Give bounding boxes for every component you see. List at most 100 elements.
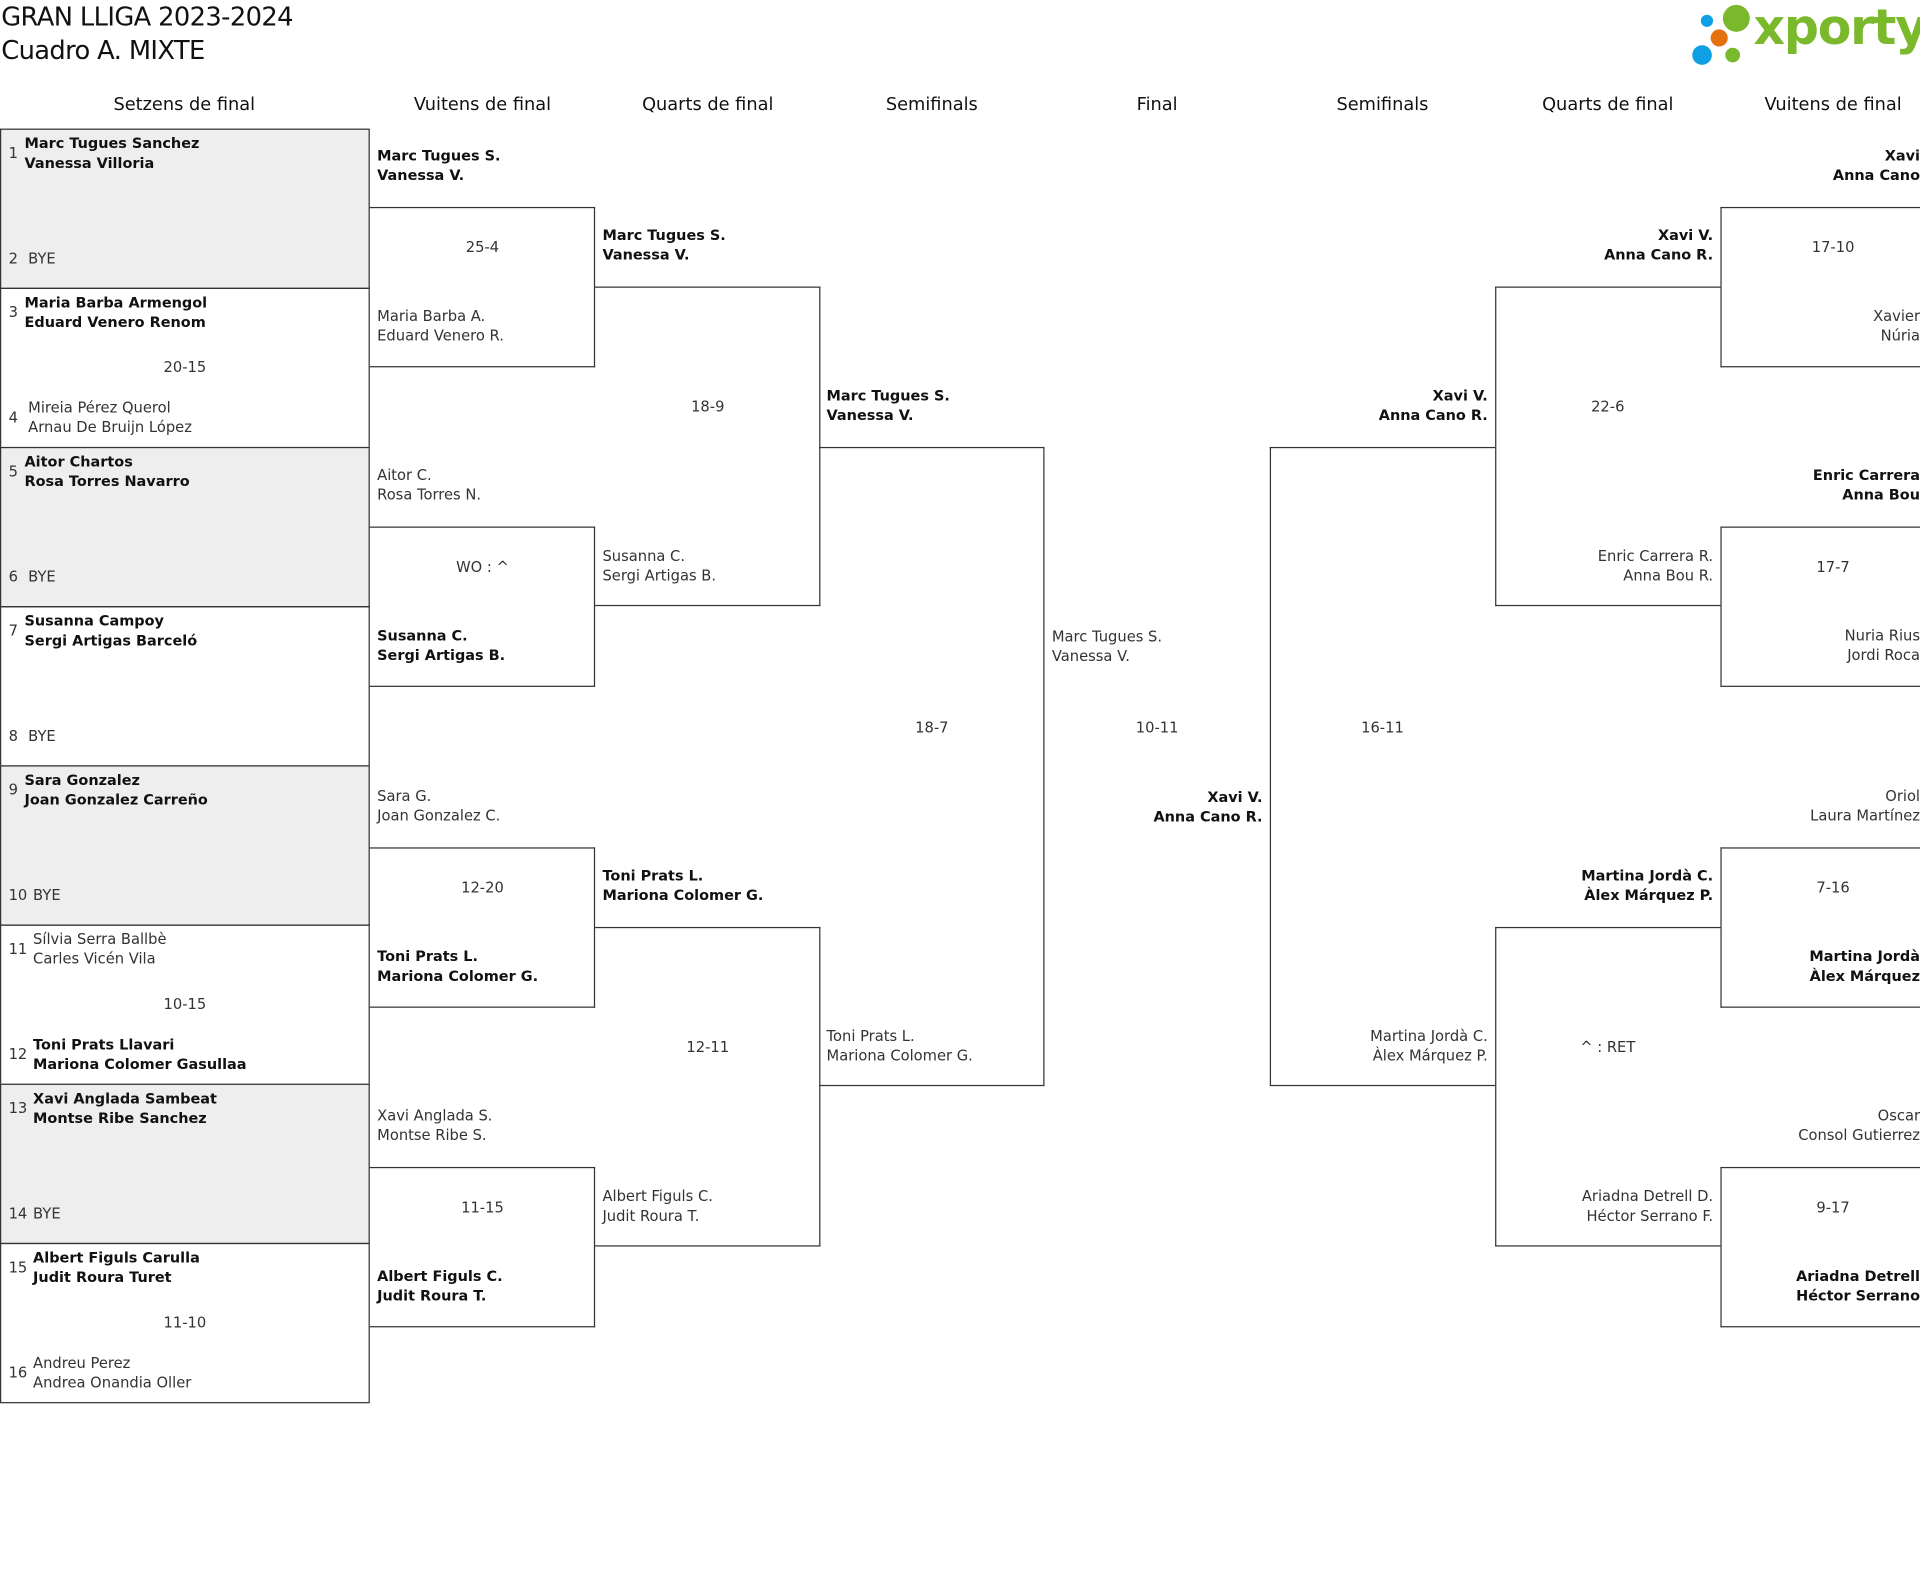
winner-team[interactable]: Xavi V.Anna Cano R.	[1379, 387, 1488, 425]
player-name: Montse Ribe Sanchez	[33, 1108, 207, 1126]
team[interactable]: Maria Barba A.Eduard Venero R.	[377, 307, 504, 345]
winner-team[interactable]: Xavi V.Anna Cano R.	[1153, 789, 1262, 827]
winner-team[interactable]: Albert Figuls C.Judit Roura T.	[377, 1267, 502, 1305]
player-name: Maria Barba Armengol	[24, 293, 208, 312]
column-header: Quarts de final	[1542, 95, 1674, 116]
player-name: Consol Gutierrez	[1798, 1125, 1920, 1144]
team[interactable]: Aitor C.Rosa Torres N.	[377, 467, 481, 505]
team[interactable]: BYE	[28, 568, 56, 587]
player-name: Sara Gonzalez	[24, 771, 140, 789]
winner-team[interactable]: Martina Jordà C.Àlex Márquez P.	[1581, 867, 1713, 905]
winner-team[interactable]: Susanna C.Sergi Artigas B.	[377, 627, 505, 665]
bracket-connector	[1720, 526, 1920, 687]
seed-number: 3	[8, 303, 18, 321]
match-score: 20-15	[163, 358, 207, 376]
team[interactable]: BYE	[28, 250, 56, 269]
team[interactable]: Xavi Anglada S.Montse Ribe S.	[377, 1107, 492, 1145]
player-name: Sergi Artigas B.	[602, 566, 717, 584]
column-header: Semifinals	[885, 95, 978, 116]
match-score: 18-7	[915, 718, 949, 736]
team[interactable]: BYE	[33, 1205, 61, 1224]
player-name: Sergi Artigas B.	[377, 645, 506, 664]
player-name: Marc Tugues S.	[602, 226, 726, 244]
team[interactable]: Albert Figuls C.Judit Roura T.	[602, 1188, 712, 1226]
seed-number: 13	[8, 1099, 28, 1117]
player-name: Rosa Torres N.	[377, 485, 482, 503]
team[interactable]: Enric Carrera R.Anna Bou R.	[1598, 547, 1713, 585]
match-score: 10-15	[163, 995, 207, 1013]
player-name: Anna Bou	[1842, 485, 1920, 503]
player-name: Anna Cano	[1832, 165, 1920, 184]
player-name: Joan Gonzalez C.	[377, 806, 501, 824]
winner-team[interactable]: Toni Prats L.Mariona Colomer G.	[602, 867, 763, 905]
bracket-connector	[1720, 847, 1920, 1008]
winner-team[interactable]: Marc Tugues S.Vanessa V.	[377, 147, 500, 185]
winner-team[interactable]: Marc Tugues S.Vanessa V.	[827, 387, 950, 425]
player-name: Xavi V.	[1207, 788, 1263, 806]
team[interactable]: Toni Prats L.Mariona Colomer G.	[827, 1027, 973, 1065]
winner-team[interactable]: Marc Tugues S.Vanessa V.	[602, 227, 725, 265]
team[interactable]: Martina Jordà C.Àlex Márquez P.	[1370, 1027, 1488, 1065]
team[interactable]: Ariadna Detrell D.Héctor Serrano F.	[1582, 1188, 1713, 1226]
match-score: 18-9	[691, 397, 725, 416]
winner-team[interactable]: Xavi V.Anna Cano R.	[1604, 227, 1713, 265]
player-name: Mariona Colomer Gasullaa	[33, 1054, 247, 1073]
bracket-connector	[369, 206, 596, 368]
team[interactable]: BYE	[28, 727, 56, 746]
player-name: Susanna C.	[377, 626, 468, 645]
team[interactable]: Susanna C.Sergi Artigas B.	[602, 547, 716, 585]
match-score: ^ : RET	[1580, 1038, 1636, 1056]
player-name: Xavi Anglada S.	[377, 1106, 493, 1125]
seed-number: 15	[8, 1258, 28, 1276]
team[interactable]: BYE	[33, 887, 61, 906]
player-name: Mariona Colomer G.	[826, 1046, 973, 1064]
team[interactable]: Marc Tugues S.Vanessa V.	[1052, 628, 1162, 666]
player-name: Albert Figuls C.	[602, 1187, 713, 1205]
player-name: Carles Vicén Vila	[33, 949, 156, 967]
winner-team[interactable]: Toni Prats L.Mariona Colomer G.	[377, 948, 538, 986]
match-score: WO : ^	[456, 558, 509, 576]
player-name: Ariadna Detrell D.	[1581, 1187, 1714, 1205]
page-title: GRAN LLIGA 2023-2024	[1, 2, 293, 32]
team[interactable]: Sara G.Joan Gonzalez C.	[377, 787, 500, 825]
player-name: Andreu Perez	[33, 1354, 131, 1372]
bracket-connector	[369, 526, 596, 687]
